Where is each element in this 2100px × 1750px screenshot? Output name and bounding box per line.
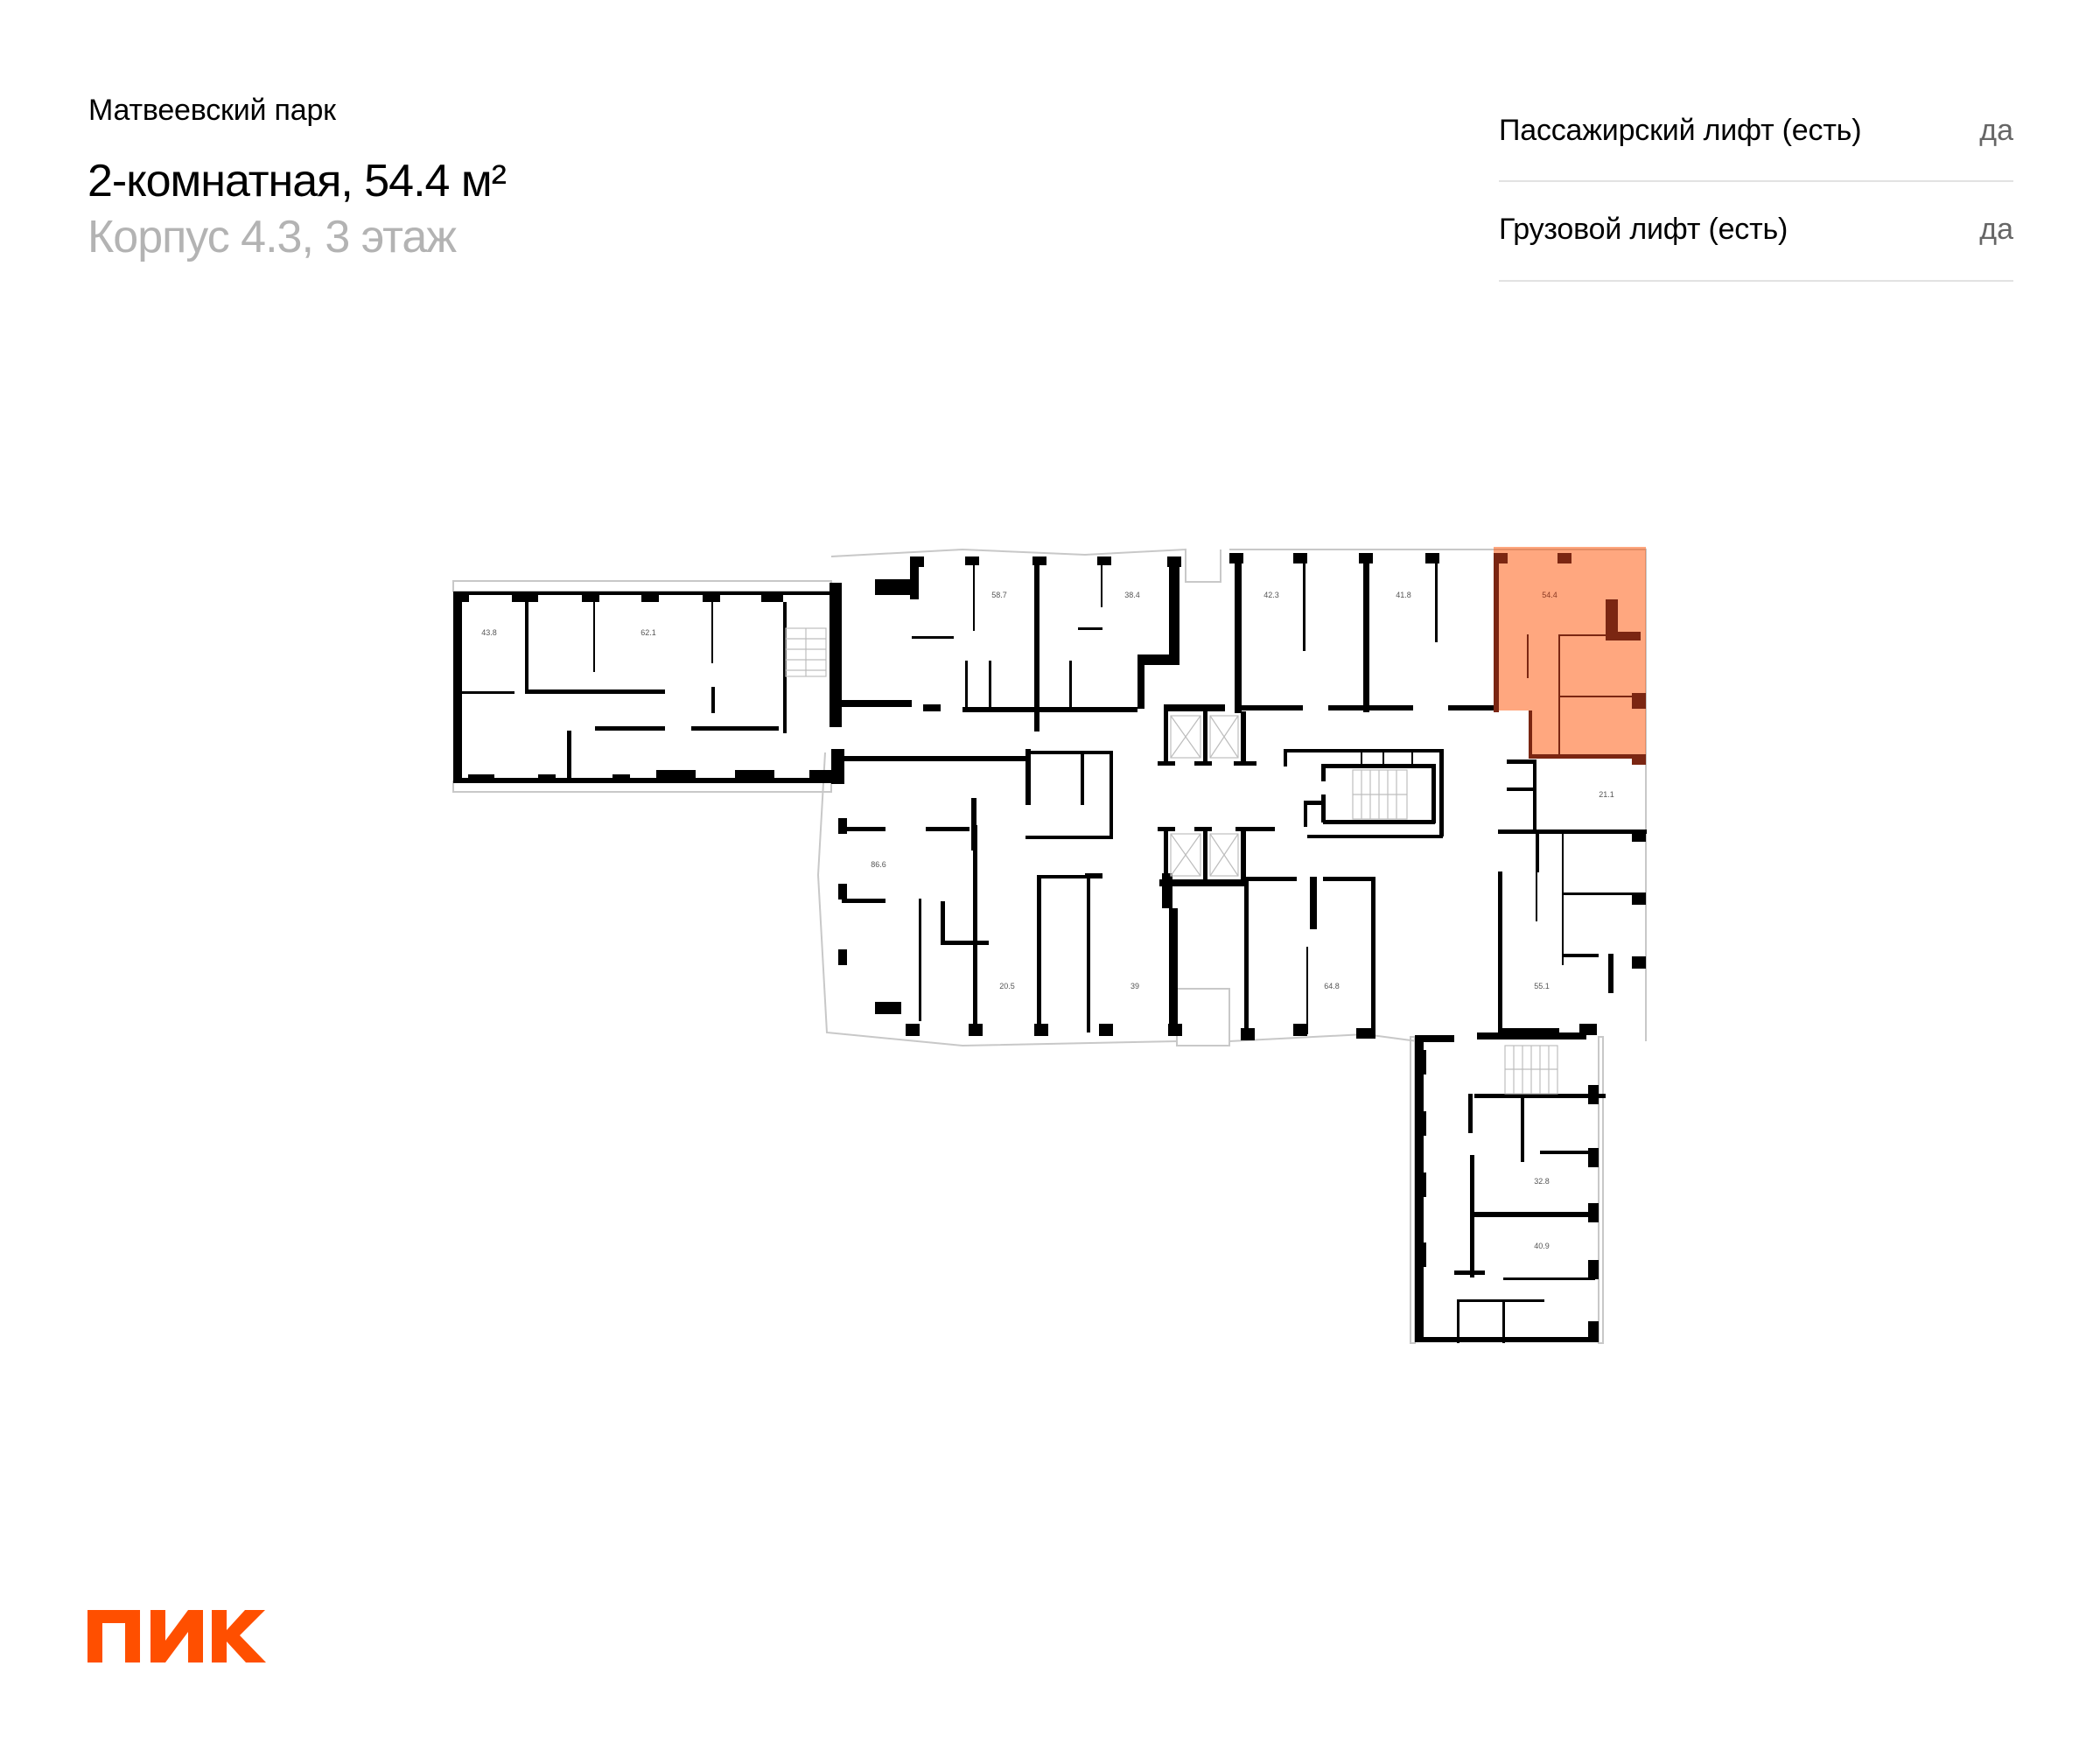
features-list: Пассажирский лифт (есть) да Грузовой лиф… (1499, 84, 2013, 282)
apartment-title: 2-комнатная, 54.4 м² (88, 156, 507, 206)
feature-value: да (1979, 212, 2013, 246)
unit-area-label-selected: 54.4 (1542, 591, 1558, 599)
pik-logo (88, 1610, 266, 1662)
unit-area-label: 58.7 (991, 591, 1007, 599)
feature-passenger-lift: Пассажирский лифт (есть) да (1499, 84, 2013, 182)
walls (453, 553, 1647, 1343)
feature-label: Пассажирский лифт (есть) (1499, 113, 1862, 147)
unit-area-label: 38.4 (1124, 591, 1140, 599)
unit-area-label: 55.1 (1534, 982, 1550, 990)
feature-label: Грузовой лифт (есть) (1499, 212, 1788, 246)
core-details (785, 627, 1558, 1095)
unit-area-label: 64.8 (1324, 982, 1340, 990)
building-floor: Корпус 4.3, 3 этаж (88, 212, 457, 262)
unit-area-label: 41.8 (1396, 591, 1411, 599)
unit-area-label: 32.8 (1534, 1177, 1550, 1186)
feature-freight-lift: Грузовой лифт (есть) да (1499, 182, 2013, 282)
project-name: Матвеевский парк (88, 94, 336, 127)
unit-area-label: 86.6 (871, 860, 886, 869)
glazing-outlines (452, 548, 1647, 1344)
unit-area-label: 42.3 (1264, 591, 1279, 599)
selected-unit-highlight[interactable] (1494, 547, 1646, 759)
unit-area-label: 43.8 (481, 628, 497, 637)
unit-area-label: 21.1 (1599, 790, 1614, 799)
unit-area-label: 39 (1130, 982, 1139, 990)
feature-value: да (1979, 113, 2013, 147)
unit-area-label: 20.5 (999, 982, 1015, 990)
unit-area-labels: 43.8 62.1 58.7 38.4 42.3 41.8 54.4 21.1 … (481, 591, 1614, 1250)
unit-area-label: 40.9 (1534, 1242, 1550, 1250)
unit-area-label: 62.1 (640, 628, 656, 637)
